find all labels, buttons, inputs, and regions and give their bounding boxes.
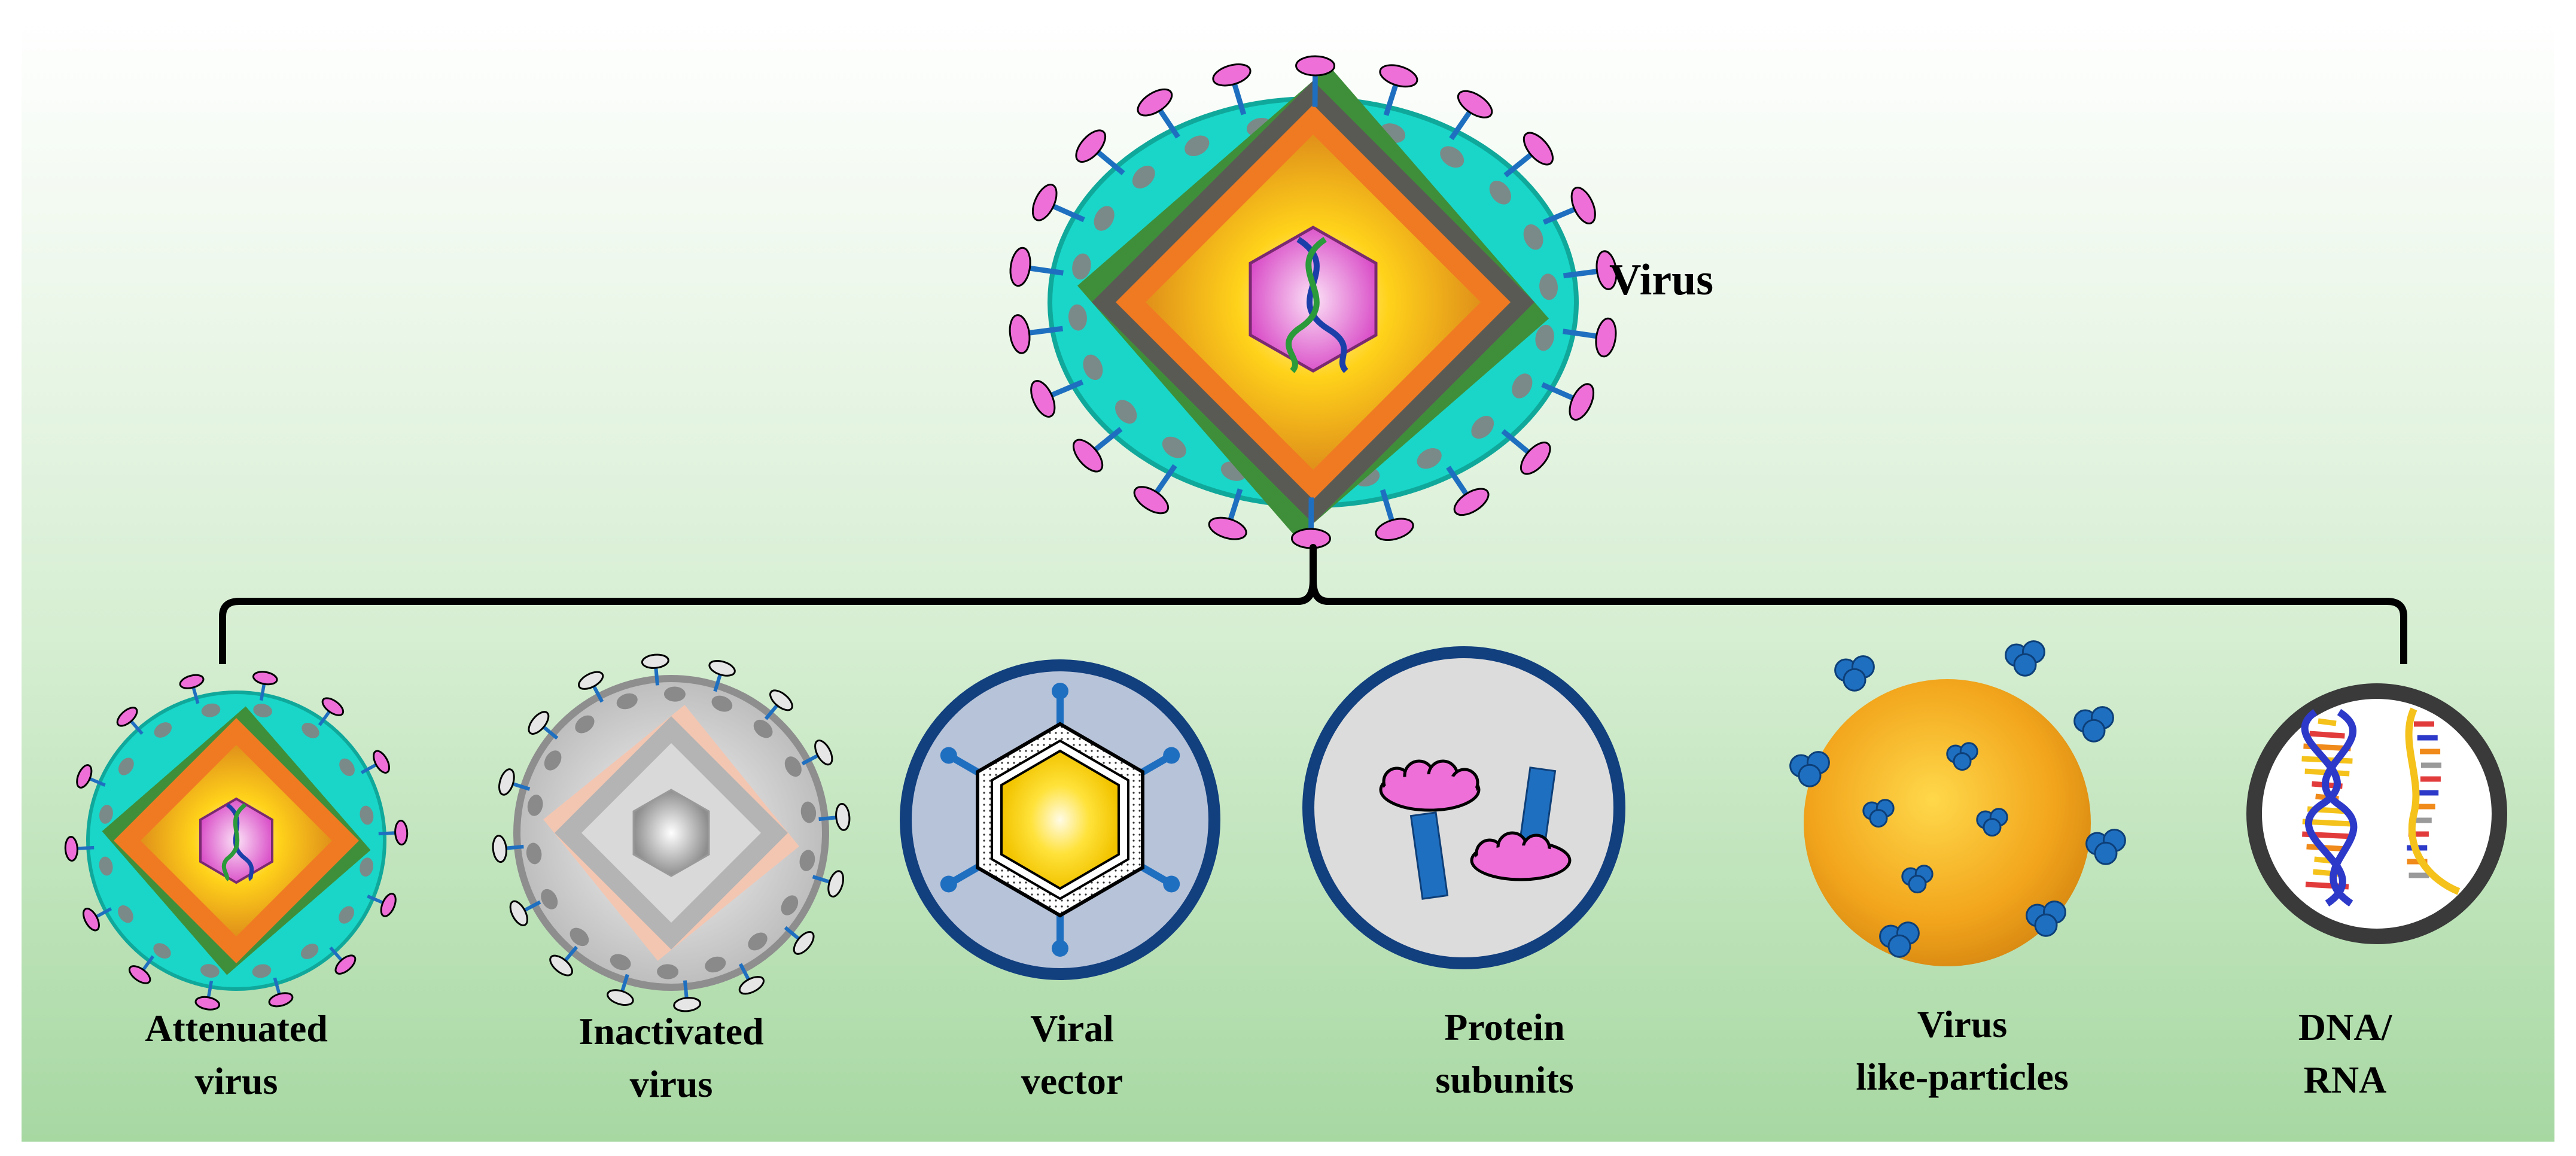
spike: [641, 653, 669, 686]
spike: [1379, 64, 1418, 116]
virus-like-particles-illustration: [1789, 640, 2126, 966]
spike: [1009, 247, 1064, 287]
spike: [1030, 379, 1084, 418]
label-dna-rna-line1: DNA/: [2298, 1006, 2393, 1048]
virus-label: Virus: [1609, 255, 1713, 305]
spike: [708, 660, 736, 692]
spike: [1031, 184, 1085, 223]
label-protein-subunits-line1: Protein: [1444, 1006, 1564, 1048]
spike: [1563, 250, 1618, 290]
spike: [492, 835, 524, 863]
spike: [509, 900, 541, 926]
vaccine-type-labels: Attenuated virus Inactivated virus Viral…: [145, 1003, 2392, 1105]
label-dna-rna-line2: RNA: [2304, 1058, 2387, 1101]
spike: [812, 870, 844, 898]
spike: [179, 674, 205, 704]
spike: [194, 980, 221, 1011]
spike: [116, 707, 144, 735]
spike: [1137, 88, 1180, 139]
spike: [1009, 314, 1064, 354]
vlp-protein-cluster: [1976, 808, 2008, 837]
spike: [738, 963, 765, 995]
spike: [1212, 63, 1252, 115]
vlp-protein-cluster: [1834, 655, 1875, 692]
spike: [1446, 466, 1490, 516]
label-attenuated-line2: virus: [195, 1060, 278, 1102]
spike: [607, 974, 634, 1006]
spike: [1449, 90, 1493, 141]
spike: [1563, 317, 1617, 358]
label-vlp-line2: like-particles: [1856, 1055, 2068, 1098]
spike: [764, 689, 793, 720]
label-protein-subunits-line2: subunits: [1435, 1058, 1573, 1101]
spike: [64, 835, 95, 862]
dna-helix-icon: [1286, 236, 1348, 373]
spike: [818, 802, 851, 831]
viral-vector-illustration: [900, 659, 1220, 980]
label-inactivated-line1: Inactivated: [578, 1010, 763, 1052]
genome-core: [1249, 226, 1378, 373]
spike: [673, 980, 702, 1012]
label-viral-vector-line1: Viral: [1030, 1007, 1114, 1049]
inactivated-virus-illustration: [492, 653, 851, 1012]
protein-subunits-illustration: [1302, 646, 1625, 969]
spike: [1295, 55, 1336, 107]
spike: [784, 926, 815, 955]
label-attenuated-line1: Attenuated: [145, 1007, 328, 1049]
spike: [318, 697, 345, 726]
vlp-protein-cluster: [2073, 706, 2114, 743]
surface-spikes: [1009, 55, 1618, 549]
spike: [268, 977, 294, 1008]
envelope-dots: [1068, 114, 1558, 491]
spike: [1542, 187, 1596, 225]
spike: [1503, 132, 1554, 178]
spike: [578, 671, 604, 703]
spike: [549, 945, 578, 976]
spike: [1375, 489, 1414, 542]
spike: [82, 907, 112, 932]
spike: [1072, 427, 1123, 473]
spike: [252, 671, 278, 701]
attenuated-virus-illustration: [64, 671, 409, 1011]
vlp-protein-cluster: [2026, 901, 2066, 937]
vlp-protein-cluster: [1862, 799, 1895, 828]
spike: [128, 955, 155, 984]
dna-rna-illustration: [2246, 683, 2507, 944]
spike: [1133, 464, 1177, 515]
spike: [1208, 488, 1247, 540]
spike: [1501, 429, 1551, 475]
spike: [367, 893, 397, 917]
grouping-brace: [219, 544, 2407, 664]
label-inactivated-line2: virus: [630, 1063, 713, 1105]
spike: [498, 768, 531, 796]
spike: [360, 750, 391, 774]
spike: [528, 711, 559, 740]
spike: [329, 946, 357, 975]
spike: [1541, 382, 1595, 421]
label-vlp-line1: Virus: [1917, 1003, 2008, 1045]
spike: [1075, 129, 1125, 175]
vlp-protein-cluster: [1879, 921, 1920, 958]
vlp-protein-cluster: [2085, 829, 2126, 865]
vlp-protein-cluster: [2005, 640, 2045, 677]
vlp-protein-cluster: [1789, 751, 1830, 787]
main-virus-illustration: [1009, 55, 1618, 549]
label-viral-vector-line2: vector: [1021, 1060, 1123, 1102]
vlp-protein-cluster: [1946, 742, 1978, 771]
spike: [801, 740, 833, 766]
spike: [76, 764, 106, 789]
vlp-protein-cluster: [1901, 865, 1933, 894]
spike: [378, 820, 409, 846]
